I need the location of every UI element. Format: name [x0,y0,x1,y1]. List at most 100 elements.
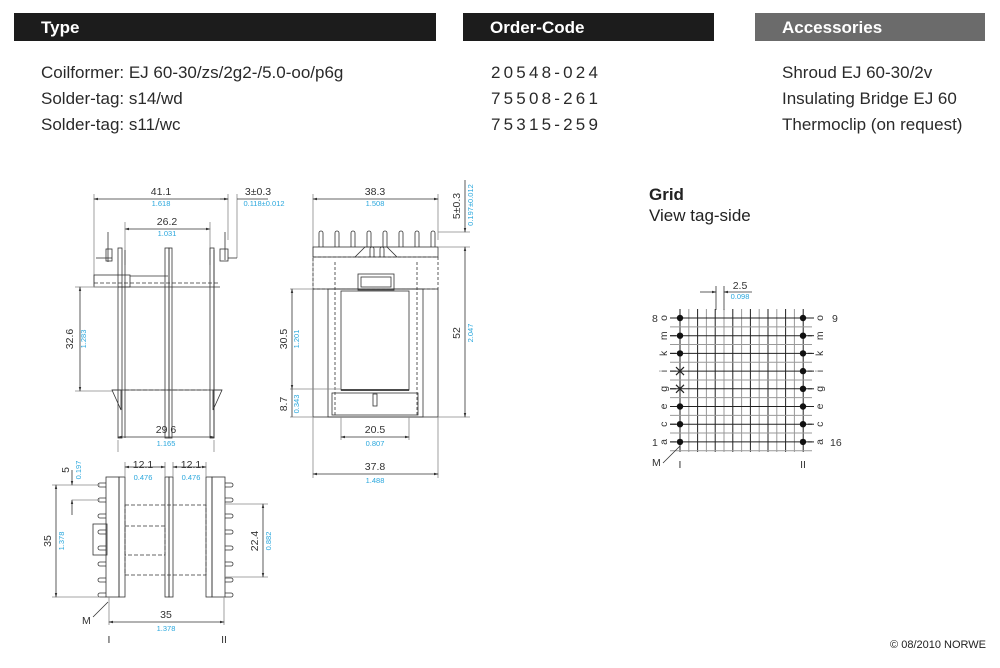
grid-pins [675,314,807,446]
dim-top-width: 35 [160,609,172,621]
dim-front-width-bottom-inch: 1.488 [366,476,385,485]
header-accessories: Accessories [755,13,985,41]
dim-window-width-inch: 0.807 [366,439,385,448]
accessory-item: Thermoclip (on request) [782,115,963,134]
header-order-code: Order-Code [463,13,714,41]
grid-row-letter: o [814,315,826,321]
grid-subtitle: View tag-side [649,206,751,225]
dim-window-height: 30.5 [278,329,290,350]
grid-pin [799,438,807,446]
dim-pin-length-inch: 0.197±0.012 [466,184,475,226]
grid-marker-m: M [652,457,661,469]
grid-left-bottom-num: 1 [652,437,658,449]
dim-width-bottom-inch: 1.165 [157,439,176,448]
type-row: Solder-tag: s14/wd [41,89,183,108]
dim-total-height: 52 [451,327,463,339]
dim-tag-pitch: 5 [60,467,72,473]
right-tag-row [225,482,234,598]
side-view-drawing [75,194,268,452]
accessory-item: Shroud EJ 60-30/2v [782,63,933,82]
side-label-1: I [108,634,111,646]
order-code: 20548-024 [491,63,602,82]
grid-pin [799,421,807,428]
accessories-list: Shroud EJ 60-30/2v Insulating Bridge EJ … [782,60,962,138]
dim-core-width-inch: 0.882 [264,532,273,551]
dim-tag-pitch-inch: 0.197 [74,461,83,480]
header-type: Type [14,13,436,41]
grid-pin [676,314,684,322]
grid-row-letter: i [814,370,826,372]
dim-top-height-inch: 1.378 [57,532,66,551]
dim-tag-inch: 0.118±0.012 [243,199,284,208]
grid-row-letter: e [658,403,670,409]
dim-section-2: 12.1 [181,459,202,471]
grid-heading: Grid View tag-side [649,184,751,226]
dim-window-width: 20.5 [365,424,386,436]
grid-right-top-num: 9 [832,313,838,325]
dim-front-width-top-inch: 1.508 [366,199,385,208]
dim-front-width-bottom: 37.8 [365,461,386,473]
grid-pin-empty [675,366,685,376]
grid-pin [799,314,807,322]
grid-pin [799,332,807,339]
grid-row-letter: i [658,370,670,372]
grid-pin [799,385,807,392]
dim-section-1: 12.1 [133,459,154,471]
dim-base-height: 8.7 [278,397,290,412]
grid-row-letter: a [814,439,826,445]
dim-width-inner-inch: 1.031 [158,229,177,238]
dim-front-width-top: 38.3 [365,186,386,198]
grid-row-letter: m [658,331,670,340]
grid-left-top-num: 8 [652,313,658,325]
dim-section-2-inch: 0.476 [182,473,201,482]
marker-m: M [82,615,91,627]
grid-pitch: 2.5 [733,280,748,292]
grid-pin [676,403,684,410]
order-code: 75315-259 [491,115,602,134]
dim-base-height-inch: 0.343 [292,395,301,414]
dim-width-inner: 26.2 [157,216,178,228]
grid-row-letter: m [814,331,826,340]
grid-title: Grid [649,185,684,204]
grid-pin-empty [675,384,685,394]
grid-row-letter: a [658,439,670,445]
dim-core-width: 22.4 [249,531,261,552]
accessory-item: Insulating Bridge EJ 60 [782,89,957,108]
dim-width-bottom: 29.6 [156,424,177,436]
grid-row-letter: g [814,386,826,392]
dim-top-height: 35 [42,535,54,547]
dim-pin-length: 5±0.3 [451,193,463,219]
dim-width-total: 41.1 [151,186,172,198]
grid-pin [676,421,684,428]
pin-grid [670,309,814,452]
grid-row-letter: c [658,422,670,427]
grid-pin [676,350,684,357]
dim-height-inch: 1.283 [79,330,88,349]
dim-width-total-inch: 1.618 [152,199,171,208]
grid-row-letter: c [814,422,826,427]
type-row: Coilformer: EJ 60-30/zs/2g2-/5.0-oo/p6g [41,63,344,82]
grid-pin [799,403,807,410]
grid-pin [676,438,684,446]
dim-window-height-inch: 1.201 [292,330,301,349]
grid-pin [799,367,807,375]
order-code-list: 20548-024 75508-261 75315-259 [491,60,601,138]
type-row: Solder-tag: s11/wc [41,115,181,134]
grid-row-letter: k [814,350,826,356]
grid-row-letter: k [658,350,670,356]
dim-height: 32.6 [64,329,76,350]
grid-row-letter: o [658,315,670,321]
dim-tag: 3±0.3 [245,186,271,198]
grid-pin [799,350,807,357]
grid-right-bottom-num: 16 [830,437,842,449]
grid-row-letter: e [814,403,826,409]
front-view-drawing [290,180,470,478]
grid-pitch-dim [662,286,752,464]
copyright: © 08/2010 NORWE [890,639,986,651]
grid-side-label-2: II [800,459,806,471]
dim-top-width-inch: 1.378 [157,624,176,633]
side-label-2: II [221,634,227,646]
type-list: Coilformer: EJ 60-30/zs/2g2-/5.0-oo/p6g … [41,60,343,138]
dim-section-1-inch: 0.476 [134,473,153,482]
